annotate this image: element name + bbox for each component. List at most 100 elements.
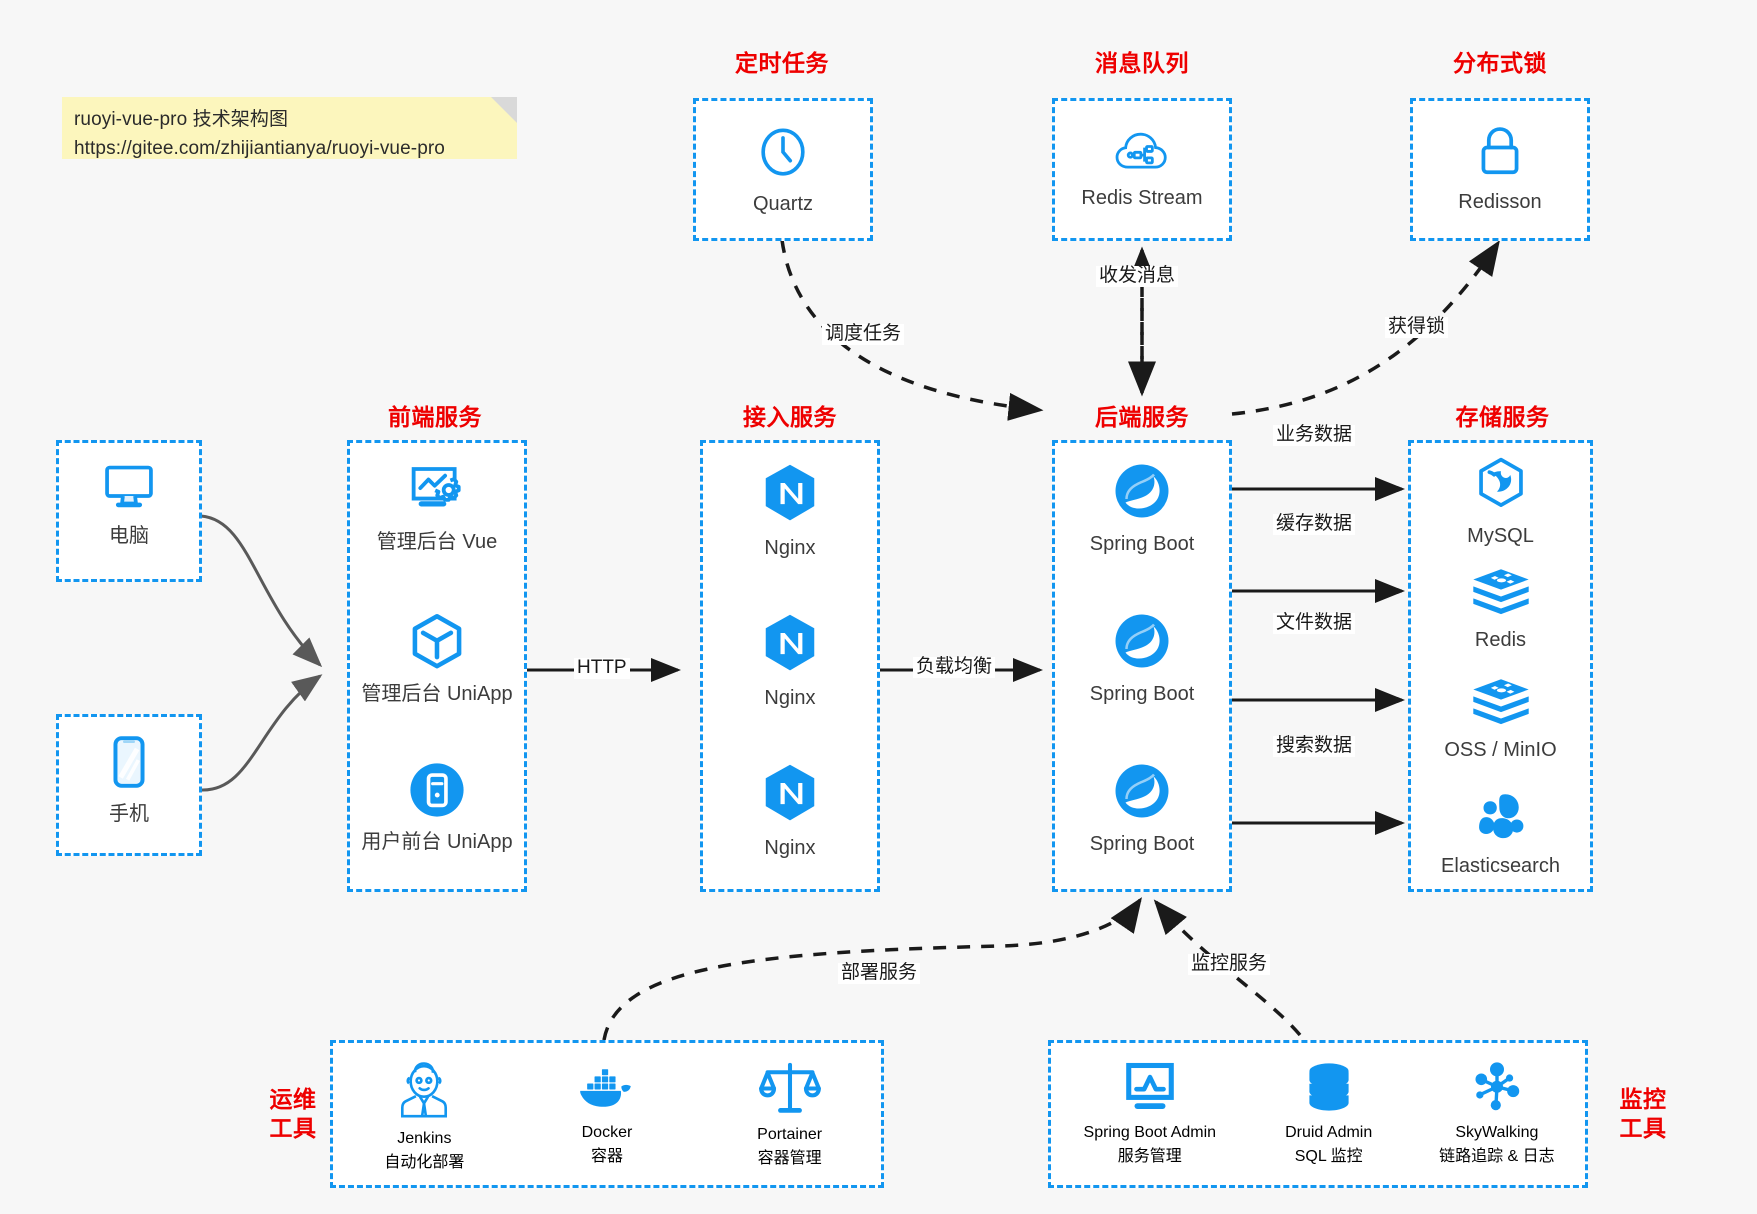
node-label: Elasticsearch xyxy=(1441,855,1560,877)
edge-label-deploy-service: 部署服务 xyxy=(838,962,921,984)
node-admin-vue[interactable]: 管理后台 Vue xyxy=(350,461,524,555)
docker-whale-icon xyxy=(516,1059,699,1120)
node-jenkins[interactable]: Jenkins 自动化部署 xyxy=(333,1059,516,1172)
monitor-chart-icon xyxy=(1051,1059,1249,1120)
node-label: 用户前台 UniApp xyxy=(361,831,513,853)
node-label: Jenkins xyxy=(397,1130,452,1147)
node-label: Nginx xyxy=(764,537,816,559)
cube-icon xyxy=(350,611,524,676)
node-nginx-2[interactable]: Nginx xyxy=(703,611,877,711)
group-title-gateway: 接入服务 xyxy=(743,404,837,430)
node-desktop[interactable]: 电脑 xyxy=(59,459,199,549)
node-label: OSS / MinIO xyxy=(1444,739,1557,761)
group-box-distributed-lock: Redisson xyxy=(1410,98,1590,241)
node-oss-minio[interactable]: OSS / MinIO xyxy=(1411,675,1590,763)
node-label: 手机 xyxy=(109,803,149,825)
node-label: 管理后台 Vue xyxy=(376,531,498,553)
group-title-monitoring: 监控 工具 xyxy=(1612,1085,1674,1144)
group-box-devops: Jenkins 自动化部署 xyxy=(330,1040,884,1188)
nginx-icon xyxy=(703,611,877,680)
desktop-monitor-icon xyxy=(59,459,199,518)
node-label: Druid Admin xyxy=(1285,1124,1373,1141)
node-redisson[interactable]: Redisson xyxy=(1413,123,1587,215)
node-label: Spring Boot Admin xyxy=(1083,1124,1217,1141)
clock-icon xyxy=(696,123,870,186)
node-sublabel: 自动化部署 xyxy=(384,1154,465,1171)
node-docker[interactable]: Docker 容器 xyxy=(516,1059,699,1166)
node-admin-uniapp[interactable]: 管理后台 UniApp xyxy=(350,611,524,707)
node-label: Nginx xyxy=(764,837,816,859)
node-label: Spring Boot xyxy=(1089,533,1195,555)
dashboard-gear-icon xyxy=(350,461,524,524)
node-label: Redis Stream xyxy=(1081,187,1203,209)
edge-label-send-receive-message: 收发消息 xyxy=(1096,265,1179,287)
monitoring-title-line1: 监控 xyxy=(1619,1086,1667,1112)
nginx-icon xyxy=(703,761,877,830)
spring-boot-icon xyxy=(1055,761,1229,826)
node-spring-boot-1[interactable]: Spring Boot xyxy=(1055,461,1229,557)
group-box-scheduled-task: Quartz xyxy=(693,98,873,241)
group-box-frontend: 管理后台 Vue 管理后台 UniApp 用户前台 UniApp xyxy=(347,440,527,892)
lock-icon xyxy=(1413,123,1587,184)
jenkins-butler-icon xyxy=(333,1059,516,1126)
elasticsearch-icon xyxy=(1411,789,1590,848)
node-label: MySQL xyxy=(1467,525,1534,547)
mysql-dolphin-icon xyxy=(1411,455,1590,518)
edge-label-acquire-lock: 获得锁 xyxy=(1385,316,1449,338)
diagram-note: ruoyi-vue-pro 技术架构图 https://gitee.com/zh… xyxy=(62,97,517,159)
node-spring-boot-admin[interactable]: Spring Boot Admin 服务管理 xyxy=(1051,1059,1249,1166)
node-label: Redis xyxy=(1474,629,1527,651)
group-title-message-queue: 消息队列 xyxy=(1095,50,1189,76)
node-label: Redisson xyxy=(1458,191,1542,213)
node-spring-boot-3[interactable]: Spring Boot xyxy=(1055,761,1229,857)
network-nodes-icon xyxy=(1409,1059,1585,1120)
node-portainer[interactable]: Portainer 容器管理 xyxy=(698,1059,881,1168)
node-druid-admin[interactable]: Druid Admin SQL 监控 xyxy=(1249,1059,1409,1166)
edge-label-monitor-service: 监控服务 xyxy=(1188,953,1271,975)
node-sublabel: 服务管理 xyxy=(1117,1148,1182,1165)
mobile-circle-icon xyxy=(350,761,524,824)
node-user-uniapp[interactable]: 用户前台 UniApp xyxy=(350,761,524,855)
node-label: 管理后台 UniApp xyxy=(361,683,513,705)
group-title-scheduled-task: 定时任务 xyxy=(735,50,829,76)
node-label: Portainer xyxy=(757,1126,823,1143)
redis-stack-icon xyxy=(1411,565,1590,622)
node-label: Quartz xyxy=(752,193,814,215)
monitoring-title-line2: 工具 xyxy=(1619,1115,1667,1142)
node-nginx-1[interactable]: Nginx xyxy=(703,461,877,561)
node-label: Spring Boot xyxy=(1089,683,1195,705)
node-label: Docker xyxy=(581,1124,633,1141)
edge-label-cache-data: 缓存数据 xyxy=(1273,513,1356,535)
group-box-monitoring: Spring Boot Admin 服务管理 Druid Admin SQL 监… xyxy=(1048,1040,1588,1188)
group-box-message-queue: Redis Stream xyxy=(1052,98,1232,241)
edge-label-file-data: 文件数据 xyxy=(1273,612,1356,634)
spring-boot-icon xyxy=(1055,461,1229,526)
edge-label-load-balance: 负载均衡 xyxy=(913,656,996,678)
node-redis[interactable]: Redis xyxy=(1411,565,1590,653)
group-box-storage: MySQL Redis xyxy=(1408,440,1593,892)
node-skywalking[interactable]: SkyWalking 链路追踪 & 日志 xyxy=(1409,1059,1585,1166)
node-redis-stream[interactable]: Redis Stream xyxy=(1055,127,1229,211)
edge-label-http: HTTP xyxy=(574,657,630,679)
cloud-stream-icon xyxy=(1055,127,1229,180)
scales-balance-icon xyxy=(698,1059,881,1122)
node-elasticsearch[interactable]: Elasticsearch xyxy=(1411,789,1590,879)
group-title-storage: 存储服务 xyxy=(1455,404,1550,430)
node-label: SkyWalking xyxy=(1455,1124,1539,1141)
group-box-gateway: Nginx Nginx Nginx xyxy=(700,440,880,892)
spring-boot-icon xyxy=(1055,611,1229,676)
redis-stack-icon xyxy=(1411,675,1590,732)
node-mysql[interactable]: MySQL xyxy=(1411,455,1590,549)
node-nginx-3[interactable]: Nginx xyxy=(703,761,877,861)
node-sublabel: 链路追踪 & 日志 xyxy=(1439,1148,1555,1165)
node-label: 电脑 xyxy=(109,525,149,547)
node-spring-boot-2[interactable]: Spring Boot xyxy=(1055,611,1229,707)
node-quartz[interactable]: Quartz xyxy=(696,123,870,217)
node-sublabel: 容器管理 xyxy=(757,1150,822,1167)
node-mobile[interactable]: 手机 xyxy=(59,733,199,827)
edge-label-business-data: 业务数据 xyxy=(1273,424,1356,446)
group-title-backend: 后端服务 xyxy=(1095,404,1189,430)
devops-title-line2: 工具 xyxy=(269,1115,317,1142)
note-url: https://gitee.com/zhijiantianya/ruoyi-vu… xyxy=(74,138,445,160)
